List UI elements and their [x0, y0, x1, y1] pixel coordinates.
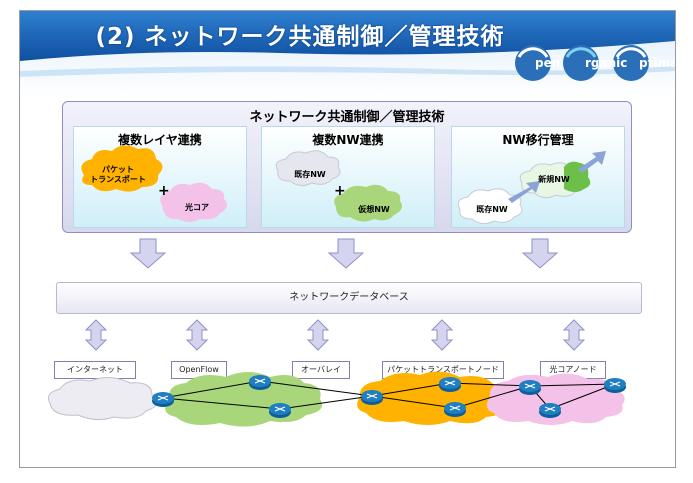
cloud-label-new: 新規NW: [538, 175, 570, 184]
down-arrow: [327, 238, 365, 269]
router-icon: [361, 390, 383, 405]
routers: [152, 375, 626, 418]
logo: pen rganic ptima: [505, 43, 675, 83]
tag-internet: インターネット: [54, 361, 136, 379]
cloud-label-virtual: 仮想NW: [358, 205, 390, 214]
logo-text-3: ptima: [639, 56, 676, 70]
cloud-optical: [486, 373, 625, 425]
network-topology: [47, 371, 626, 427]
cloud-pair: [275, 150, 402, 222]
router-icon: [249, 375, 271, 390]
cloud-label-existing: 既存NW: [294, 170, 326, 179]
router-icon: [152, 392, 174, 407]
double-arrow: [562, 319, 586, 351]
double-arrow: [84, 319, 108, 351]
panel-title: ネットワーク共通制御／管理技術: [249, 110, 445, 125]
control-panel: ネットワーク共通制御／管理技術 複数レイヤ連携 パケットトランスポート + 光コ…: [62, 101, 632, 233]
cloud-label-packet: パケットトランスポート: [90, 165, 146, 184]
double-arrow: [306, 319, 330, 351]
logo-text-1: pen: [535, 56, 561, 70]
down-arrows: [129, 238, 559, 269]
router-icon: [519, 380, 541, 395]
logo-mark: [515, 45, 649, 81]
router-icon: [269, 403, 291, 418]
column-multinetwork: 複数NW連携 既存NW + 仮想NW: [261, 126, 435, 228]
cloud-label-optical: 光コア: [185, 203, 209, 212]
double-arrows: [84, 319, 586, 351]
cloud-openflow: [165, 372, 323, 427]
column-title: 複数NW連携: [312, 133, 384, 147]
migration-diagram: [457, 151, 606, 225]
cloud-pair: [81, 145, 228, 222]
plus-sign: +: [158, 183, 170, 199]
column-multilayer: 複数レイヤ連携 パケットトランスポート + 光コア: [73, 126, 247, 228]
router-icon: [539, 403, 561, 418]
double-arrow: [430, 319, 454, 351]
cloud-label-existing: 既存NW: [476, 205, 508, 214]
router-icon: [439, 377, 461, 392]
down-arrow: [129, 238, 167, 269]
links: [162, 380, 616, 410]
page-title: (2) ネットワーク共通制御／管理技術: [95, 24, 505, 50]
network-database: ネットワークデータベース: [56, 282, 642, 314]
column-title: 複数レイヤ連携: [118, 133, 202, 147]
router-icon: [444, 402, 466, 417]
cloud-internet: [47, 377, 158, 421]
down-arrow: [521, 238, 559, 269]
logo-text-2: rganic: [585, 56, 628, 70]
column-migration: NW移行管理 既存NW 新規NW: [451, 126, 625, 228]
tag-overlay: オーバレイ: [292, 361, 350, 379]
double-arrow: [185, 319, 209, 351]
router-icon: [604, 378, 626, 393]
plus-sign: +: [334, 183, 346, 199]
slide: (2) ネットワーク共通制御／管理技術 pen rganic ptima ネット…: [19, 10, 676, 468]
cloud-overlay-packet: [357, 371, 507, 425]
column-title: NW移行管理: [502, 133, 574, 147]
